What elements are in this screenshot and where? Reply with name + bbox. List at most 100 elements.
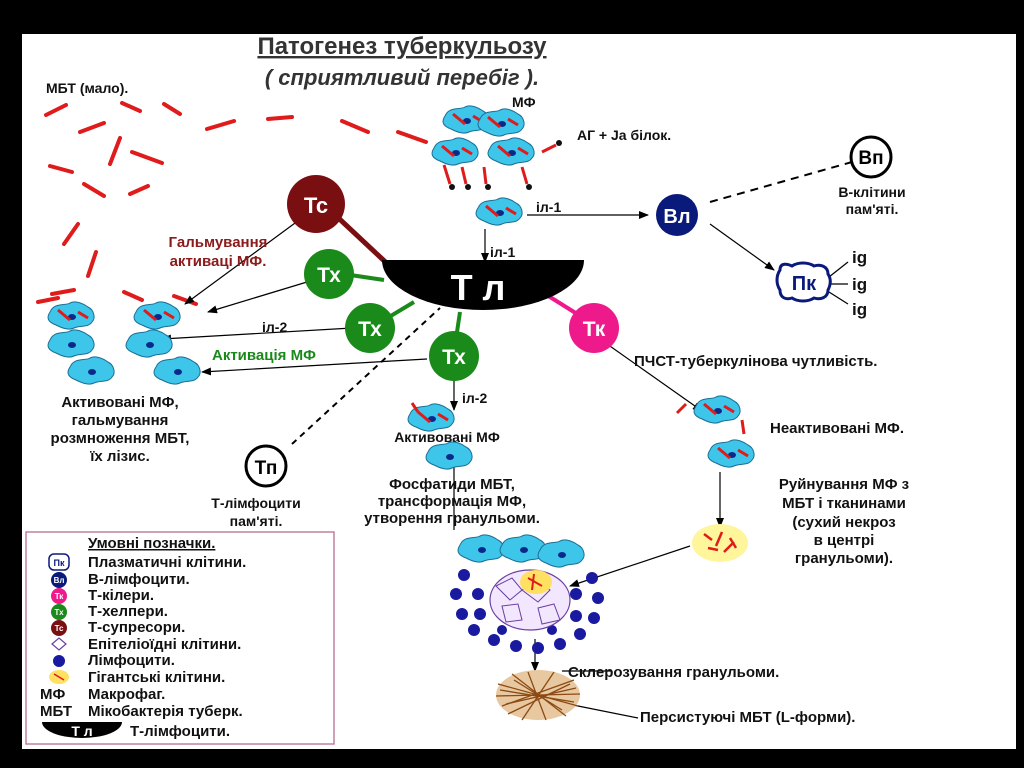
legend-item-10: Т-лімфоцити. [130, 723, 230, 740]
legend-item-7: Гігантські клітини. [88, 669, 225, 686]
b-memory-label-2: пам'яті. [846, 201, 899, 217]
ig-label-3: ig [852, 300, 867, 319]
bp-label: Вп [858, 148, 883, 169]
page-title: Патогенез туберкульозу [257, 34, 547, 60]
legend-symbol-tc: Тс [51, 620, 67, 636]
tc-cell: Тс [287, 175, 345, 233]
svg-text:Тх: Тх [54, 608, 64, 617]
tx-cell-1: Тх [304, 249, 354, 299]
destruction-label-4: в центрі [814, 532, 875, 549]
tx-label-2: Тх [358, 318, 382, 341]
pathogenesis-diagram: Патогенез туберкульозу ( сприятливий пер… [25, 34, 909, 745]
legend-symbol-lymphocyte [53, 655, 65, 667]
bl-label: Вл [663, 206, 690, 228]
necrosis-focus [692, 524, 748, 562]
legend-item-6: Лімфоцити. [88, 652, 175, 669]
legend-item-8: Макрофаг. [88, 686, 165, 703]
connectors [161, 211, 849, 719]
destruction-label-5: гранульоми). [795, 550, 893, 567]
il1-mid-label: іл-1 [490, 244, 515, 260]
legend-symbol-mbt: МБТ [40, 703, 72, 720]
mbt-rods [36, 101, 428, 306]
mf-cluster-right [675, 396, 754, 467]
activated-mf-left-2: гальмування [72, 412, 169, 429]
legend-item-1: В-лімфоцити. [88, 571, 190, 588]
activated-mf-left-3: розмноження МБТ, [51, 430, 190, 447]
legend-symbol-tl: Т л [42, 722, 122, 739]
inhibition-label-2: активаці МФ. [170, 253, 267, 270]
legend-symbol-tk: Тк [51, 588, 67, 604]
t-memory-label-2: пам'яті. [230, 513, 283, 529]
tx-cell-3: Тх [429, 331, 479, 381]
sclerotic-granuloma [495, 670, 581, 721]
svg-text:Пк: Пк [54, 558, 65, 568]
inactive-mf-label: Неактивовані МФ. [770, 420, 904, 437]
sclerosis-label: Склерозування гранульоми. [568, 664, 779, 681]
legend-item-2: Т-кілери. [88, 587, 154, 604]
tx-cell-2: Тх [345, 303, 395, 353]
tx-label-3: Тх [442, 346, 466, 369]
b-memory-label-1: В-клітини [838, 184, 905, 200]
tp-dashed [291, 307, 441, 445]
svg-text:Т л: Т л [71, 723, 92, 739]
legend-item-4: Т-супресори. [88, 619, 185, 636]
legend-symbol-epithelioid [51, 637, 67, 651]
legend: Умовні позначки. Пк Вл Тк Тх Тс [25, 531, 335, 745]
page-subtitle: ( сприятливий перебіг ). [265, 65, 539, 90]
destruction-label-2: МБТ і тканинами [782, 495, 906, 512]
mf-cluster-left [48, 302, 201, 385]
tp-cell: Тп [244, 444, 288, 488]
destruction-label-1: Руйнування МФ з [779, 476, 909, 493]
legend-symbol-giant [49, 670, 69, 684]
activated-mf-left-1: Активовані МФ, [61, 394, 178, 411]
phosphatides-label-2: трансформація МФ, [378, 493, 526, 510]
mf-il1-cell [476, 198, 522, 225]
hypersensitivity-label: ПЧСТ-туберкулінова чутливість. [634, 353, 877, 370]
t-memory-label-1: Т-лімфоцити [211, 495, 300, 511]
legend-item-3: Т-хелпери. [88, 603, 168, 620]
tl-label: Т л [451, 267, 506, 308]
inhibition-label-1: Гальмування [169, 234, 268, 251]
ag-protein-label: АГ + Ја білок. [577, 127, 671, 143]
mf-cluster-top [432, 106, 534, 165]
destruction-label-3: (сухий некроз [792, 514, 895, 531]
bl-cell: Вл [656, 194, 698, 236]
tc-label: Тс [304, 193, 328, 218]
granuloma [450, 534, 604, 654]
ig-label-1: ig [852, 248, 867, 267]
legend-symbol-pk: Пк [48, 553, 70, 571]
svg-text:Тк: Тк [55, 592, 65, 601]
activation-mf-label: Активація МФ [212, 347, 316, 364]
tp-label: Тп [255, 458, 278, 479]
slide: Патогенез туберкульозу ( сприятливий пер… [22, 34, 1016, 749]
legend-item-9: Мікобактерія туберк. [88, 703, 243, 720]
legend-item-5: Епітеліоїдні клітини. [88, 636, 241, 653]
activated-mf-mid-label: Активовані МФ [394, 429, 500, 445]
mf-label: МФ [512, 94, 536, 110]
mbt-few-label: МБТ (мало). [46, 80, 128, 96]
il2-mid-label: іл-2 [462, 390, 487, 406]
bp-cell: Вп [849, 135, 893, 179]
legend-heading: Умовні позначки. [88, 535, 215, 552]
ag-ends [449, 140, 562, 190]
pk-cell: Пк [775, 261, 832, 303]
legend-item-0: Плазматичні клітини. [88, 554, 246, 571]
legend-symbol-bl: Вл [51, 572, 67, 588]
il1-top-label: іл-1 [536, 199, 561, 215]
activated-mf-left-4: їх лізис. [89, 448, 150, 465]
tl-cell: Т л [382, 260, 584, 310]
legend-symbol-mf: МФ [40, 686, 65, 703]
pk-label: Пк [792, 273, 817, 295]
mf-cluster-mid [408, 402, 473, 470]
ig-label-2: ig [852, 275, 867, 294]
tk-label: Тк [583, 318, 606, 341]
ag-strands [442, 143, 557, 185]
legend-symbol-tx: Тх [51, 604, 67, 620]
bl-bp-dashed [709, 161, 853, 203]
persisting-label: Персистуючі МБТ (L-форми). [640, 709, 855, 726]
tx-label-1: Тх [317, 264, 341, 287]
phosphatides-label-1: Фосфатиди МБТ, [389, 476, 515, 493]
phosphatides-label-3: утворення гранульоми. [364, 510, 540, 527]
tk-cell: Тк [569, 303, 619, 353]
svg-text:Вл: Вл [54, 576, 65, 585]
